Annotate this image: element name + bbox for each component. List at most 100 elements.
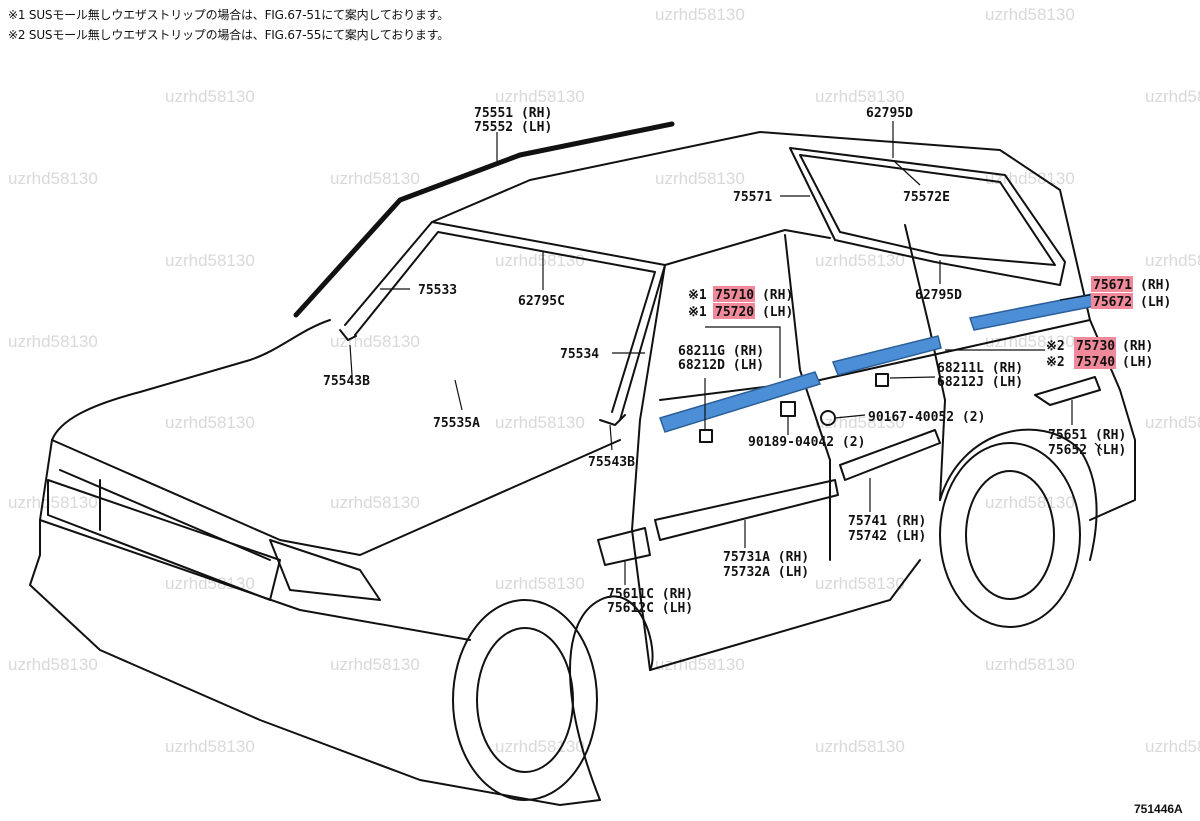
rear-door-belt-weatherstrip — [831, 335, 942, 376]
moulding-corner-right — [599, 414, 626, 426]
front-door-side-moulding — [654, 479, 839, 541]
note-mark: ※1 — [688, 288, 707, 303]
quarter-moulding — [1034, 376, 1101, 406]
front-lower — [29, 439, 601, 806]
rear-door-side-moulding — [839, 429, 941, 481]
watermark: uzrhd58130 — [8, 655, 98, 674]
leader-line — [349, 344, 353, 376]
watermark: uzrhd58130 — [1145, 737, 1200, 756]
watermark: uzrhd58130 — [495, 574, 585, 593]
front-wheel-rim — [476, 627, 574, 773]
highlight-75671 — [1091, 276, 1133, 292]
rear-wheel — [939, 442, 1081, 628]
watermark: uzrhd58130 — [495, 413, 585, 432]
part-label: 75551 (RH) — [474, 106, 552, 121]
bumper-line — [39, 519, 471, 641]
part-label: 68212D (LH) — [678, 358, 764, 373]
note-mark: ※1 — [688, 305, 707, 320]
note-mark: ※2 — [1046, 355, 1065, 370]
watermark: uzrhd58130 — [815, 87, 905, 106]
watermark: uzrhd58130 — [165, 574, 255, 593]
part-label: 75741 (RH) — [848, 514, 926, 529]
leader-line — [1059, 294, 1091, 301]
part-label: (LH) — [1140, 295, 1171, 310]
part-label: 75543B — [588, 455, 635, 470]
headlamp — [269, 539, 381, 601]
part-label: 75612C (LH) — [607, 601, 693, 616]
part-label: 62795D — [915, 288, 962, 303]
watermark: uzrhd58130 — [165, 413, 255, 432]
part-label: (RH) — [1140, 278, 1171, 293]
watermark: uzrhd58130 — [8, 332, 98, 351]
rear-wheel-rim — [965, 470, 1055, 600]
vehicle-outline — [29, 121, 1136, 806]
moulding-corner-left — [339, 329, 357, 341]
part-label: 75730 — [1076, 339, 1115, 354]
watermark: uzrhd58130 — [495, 87, 585, 106]
part-label: 75571 — [733, 190, 772, 205]
watermark: uzrhd58130 — [330, 169, 420, 188]
highlight-75672 — [1091, 293, 1133, 309]
hood-line — [51, 319, 331, 441]
watermark: uzrhd58130 — [1145, 413, 1200, 432]
highlight-75730 — [1074, 337, 1116, 353]
watermark: uzrhd58130 — [655, 169, 745, 188]
watermark: uzrhd58130 — [330, 655, 420, 674]
note-1: ※1 SUSモール無しウエザストリップの場合は、FIG.67-51にて案内してお… — [8, 8, 450, 22]
grille — [47, 479, 281, 601]
front-wheel — [452, 599, 598, 801]
roof-side — [664, 229, 831, 266]
beltline — [659, 319, 1091, 401]
highlight-75740 — [1074, 353, 1116, 369]
note-mark: ※2 — [1046, 339, 1065, 354]
rear-quarter-glass-inner — [799, 154, 1056, 266]
watermark: uzrhd58130 — [985, 332, 1075, 351]
leader-line — [454, 379, 463, 411]
note-2: ※2 SUSモール無しウエザストリップの場合は、FIG.67-55にて案内してお… — [8, 28, 450, 42]
c-pillar — [904, 224, 946, 501]
leader-line — [834, 414, 866, 419]
part-label: 75652 (LH) — [1048, 443, 1126, 458]
leader-line — [894, 161, 921, 186]
watermark: uzrhd58130 — [1145, 251, 1200, 270]
watermark-layer: uzrhd58130 uzrhd58130 uzrhd58130 uzrhd58… — [8, 5, 1200, 756]
part-label: 68211G (RH) — [678, 344, 764, 359]
part-label: 68212J (LH) — [937, 375, 1023, 390]
windshield-inner — [354, 231, 656, 413]
part-label: 75533 — [418, 283, 457, 298]
part-label: 75671 — [1093, 278, 1132, 293]
figure-id: 751446A — [1134, 802, 1183, 816]
part-label: 75572E — [903, 190, 950, 205]
part-label: 75732A (LH) — [723, 565, 809, 580]
part-label: 62795D — [866, 106, 913, 121]
part-label: 75740 — [1076, 355, 1115, 370]
highlighted-parts — [659, 293, 1096, 433]
part-label: 75534 — [560, 347, 599, 362]
clip-68212j — [875, 373, 889, 387]
leader-lines — [349, 121, 1103, 585]
watermark: uzrhd58130 — [985, 169, 1075, 188]
part-label: 75651 (RH) — [1048, 428, 1126, 443]
part-label: 75672 — [1093, 295, 1132, 310]
watermark: uzrhd58130 — [495, 737, 585, 756]
watermark: uzrhd58130 — [330, 493, 420, 512]
quarter-belt-weatherstrip — [969, 293, 1096, 331]
fender-moulding — [597, 527, 651, 566]
part-label: 75742 (LH) — [848, 529, 926, 544]
part-label: 75710 (RH) — [715, 288, 793, 303]
watermark: uzrhd58130 — [815, 251, 905, 270]
front-fender — [569, 595, 654, 801]
watermark: uzrhd58130 — [985, 655, 1075, 674]
highlight-75710 — [713, 286, 755, 302]
part-labels: 75551 (RH) 75552 (LH) 62795D 75571 75572… — [323, 106, 1183, 816]
watermark: uzrhd58130 — [495, 251, 585, 270]
part-label: 75543B — [323, 374, 370, 389]
part-label: 90167-40052 (2) — [868, 410, 985, 425]
highlight-boxes — [713, 276, 1133, 369]
rear-quarter-glass — [789, 147, 1066, 286]
watermark: uzrhd58130 — [815, 737, 905, 756]
leader-line — [1094, 442, 1103, 451]
sill-line — [649, 559, 921, 671]
